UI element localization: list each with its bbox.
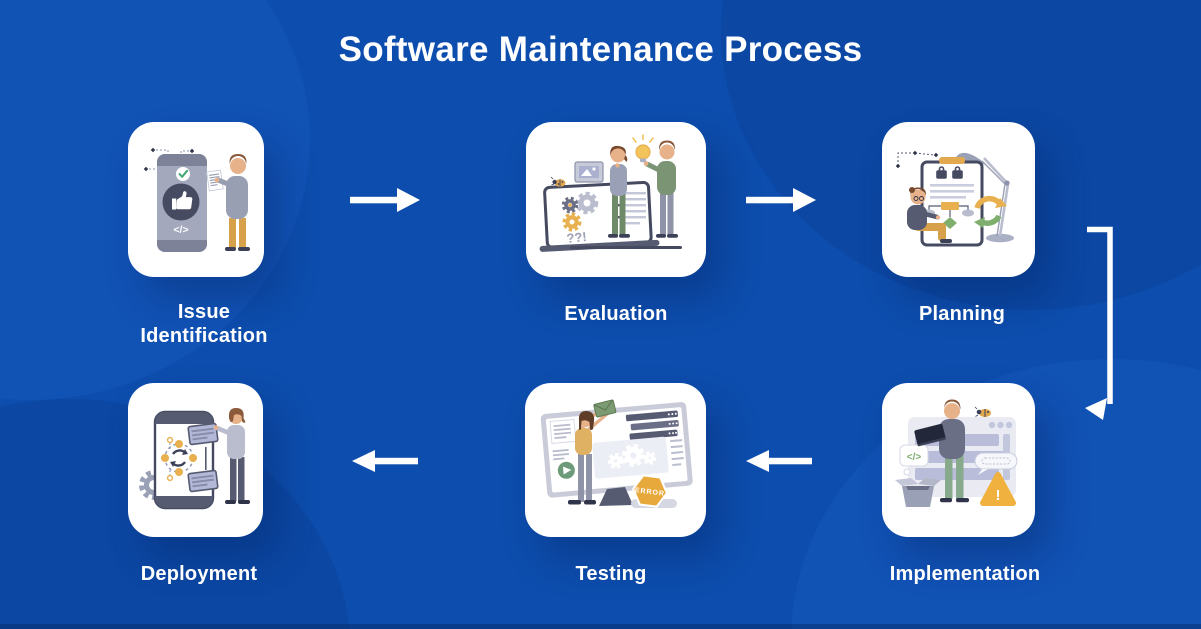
person-figure [907,187,952,243]
arrow-testing-to-deployment [352,450,418,472]
lightbulb-icon [632,134,654,163]
document-card-icon [187,469,219,493]
error-badge: ERROR [631,474,669,508]
step-label-evaluation: Evaluation [564,303,668,325]
connector-dots-icon [166,436,207,482]
person-figure [914,399,969,503]
svg-text:ERROR: ERROR [634,487,665,498]
monitor-error-debug-illustration: ERROR [540,399,693,508]
release-cycle-icon [161,440,197,476]
monitor-stand [599,487,633,506]
step-card-implementation: </> ! [882,383,1035,537]
open-box-icon [895,478,941,507]
person-figure [214,154,250,251]
svg-text:!: ! [996,487,1001,504]
step-card-testing: ERROR [525,383,706,537]
person-figure [608,145,630,238]
question-marks-text: ??! [566,229,588,246]
connector-dots-icon [895,150,939,169]
code-snippet-text: </> [907,452,922,463]
code-badge-icon: </> [899,444,929,476]
step-card-deployment [128,383,263,537]
phone-release-flow-illustration [139,408,250,510]
clipboard-icon [920,157,984,247]
arrow-issue-to-evaluation [350,188,420,212]
monitor-icon [540,402,693,498]
bug-icon [974,406,991,417]
developer-laptop-warning-illustration: </> ! [895,399,1018,507]
bottom-edge-shade [0,624,1201,629]
step-card-issue-identification: </> [128,122,264,277]
person-figure [568,399,617,505]
team-idea-laptop-gears-illustration: ??! [539,134,682,252]
cycle-arrows-icon [974,195,1007,228]
step-label-deployment: Deployment [140,563,258,585]
thumbs-up-icon [162,183,200,221]
ground-line [570,246,682,249]
person-figure [643,140,678,238]
step-label-planning: Planning [918,303,1006,325]
envelope-icon [593,399,617,418]
small-laptop-icon [574,161,604,183]
step-label-implementation: Implementation [889,563,1041,585]
person-figure [213,408,250,504]
speech-bubble-icon [974,452,1018,475]
gear-icon [561,191,599,232]
warning-icon: ! [980,472,1016,506]
code-snippet-text: </> [173,224,188,236]
step-label-issue-identification: Issue Identification [140,301,268,348]
step-card-planning [882,122,1035,277]
step-card-evaluation: ??! [526,122,706,277]
step-label-testing: Testing [575,563,647,585]
lock-icon [936,166,963,179]
phone-approved-report-illustration: </> [143,147,250,252]
arrow-implementation-to-testing [746,450,812,472]
play-icon [557,461,575,479]
clipboard-flowchart-lamp-illustration [895,150,1014,247]
bug-icon [550,176,566,187]
check-icon [176,167,190,181]
document-card-icon [187,422,219,446]
page-title: Software Maintenance Process [338,30,863,69]
laptop-icon [914,423,946,447]
